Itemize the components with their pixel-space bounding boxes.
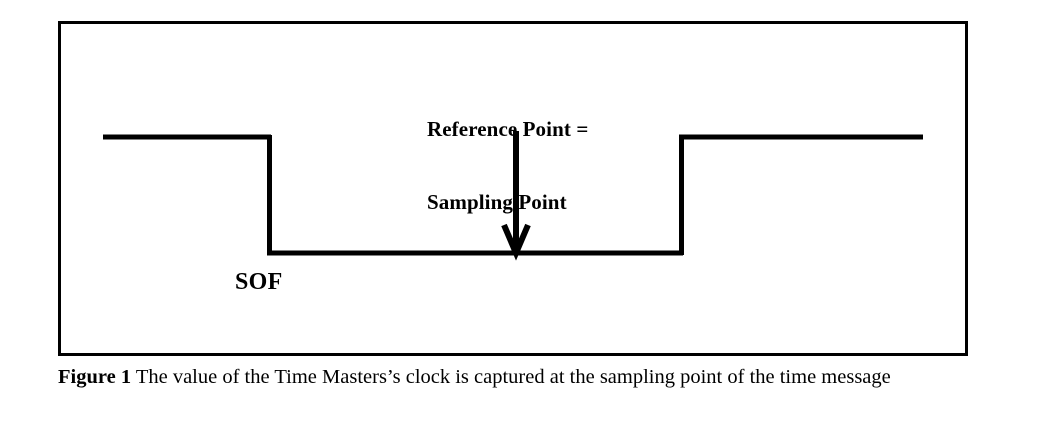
timing-waveform-diagram [103, 131, 923, 261]
figure-caption-label: Figure 1 [58, 366, 132, 388]
sof-label: SOF [235, 269, 283, 295]
reference-point-label-line2: Sampling Point [427, 189, 567, 214]
figure-caption-text: The value of the Time Masters’s clock is… [131, 366, 891, 388]
reference-point-label-line1: Reference Point = [427, 116, 589, 141]
figure-frame: Reference Point = Sampling Point SOF [58, 21, 968, 356]
sampling-point-arrow-head [501, 223, 531, 261]
reference-point-label: Reference Point = Sampling Point [427, 68, 588, 263]
figure-caption: Figure 1 The value of the Time Masters’s… [58, 364, 988, 391]
